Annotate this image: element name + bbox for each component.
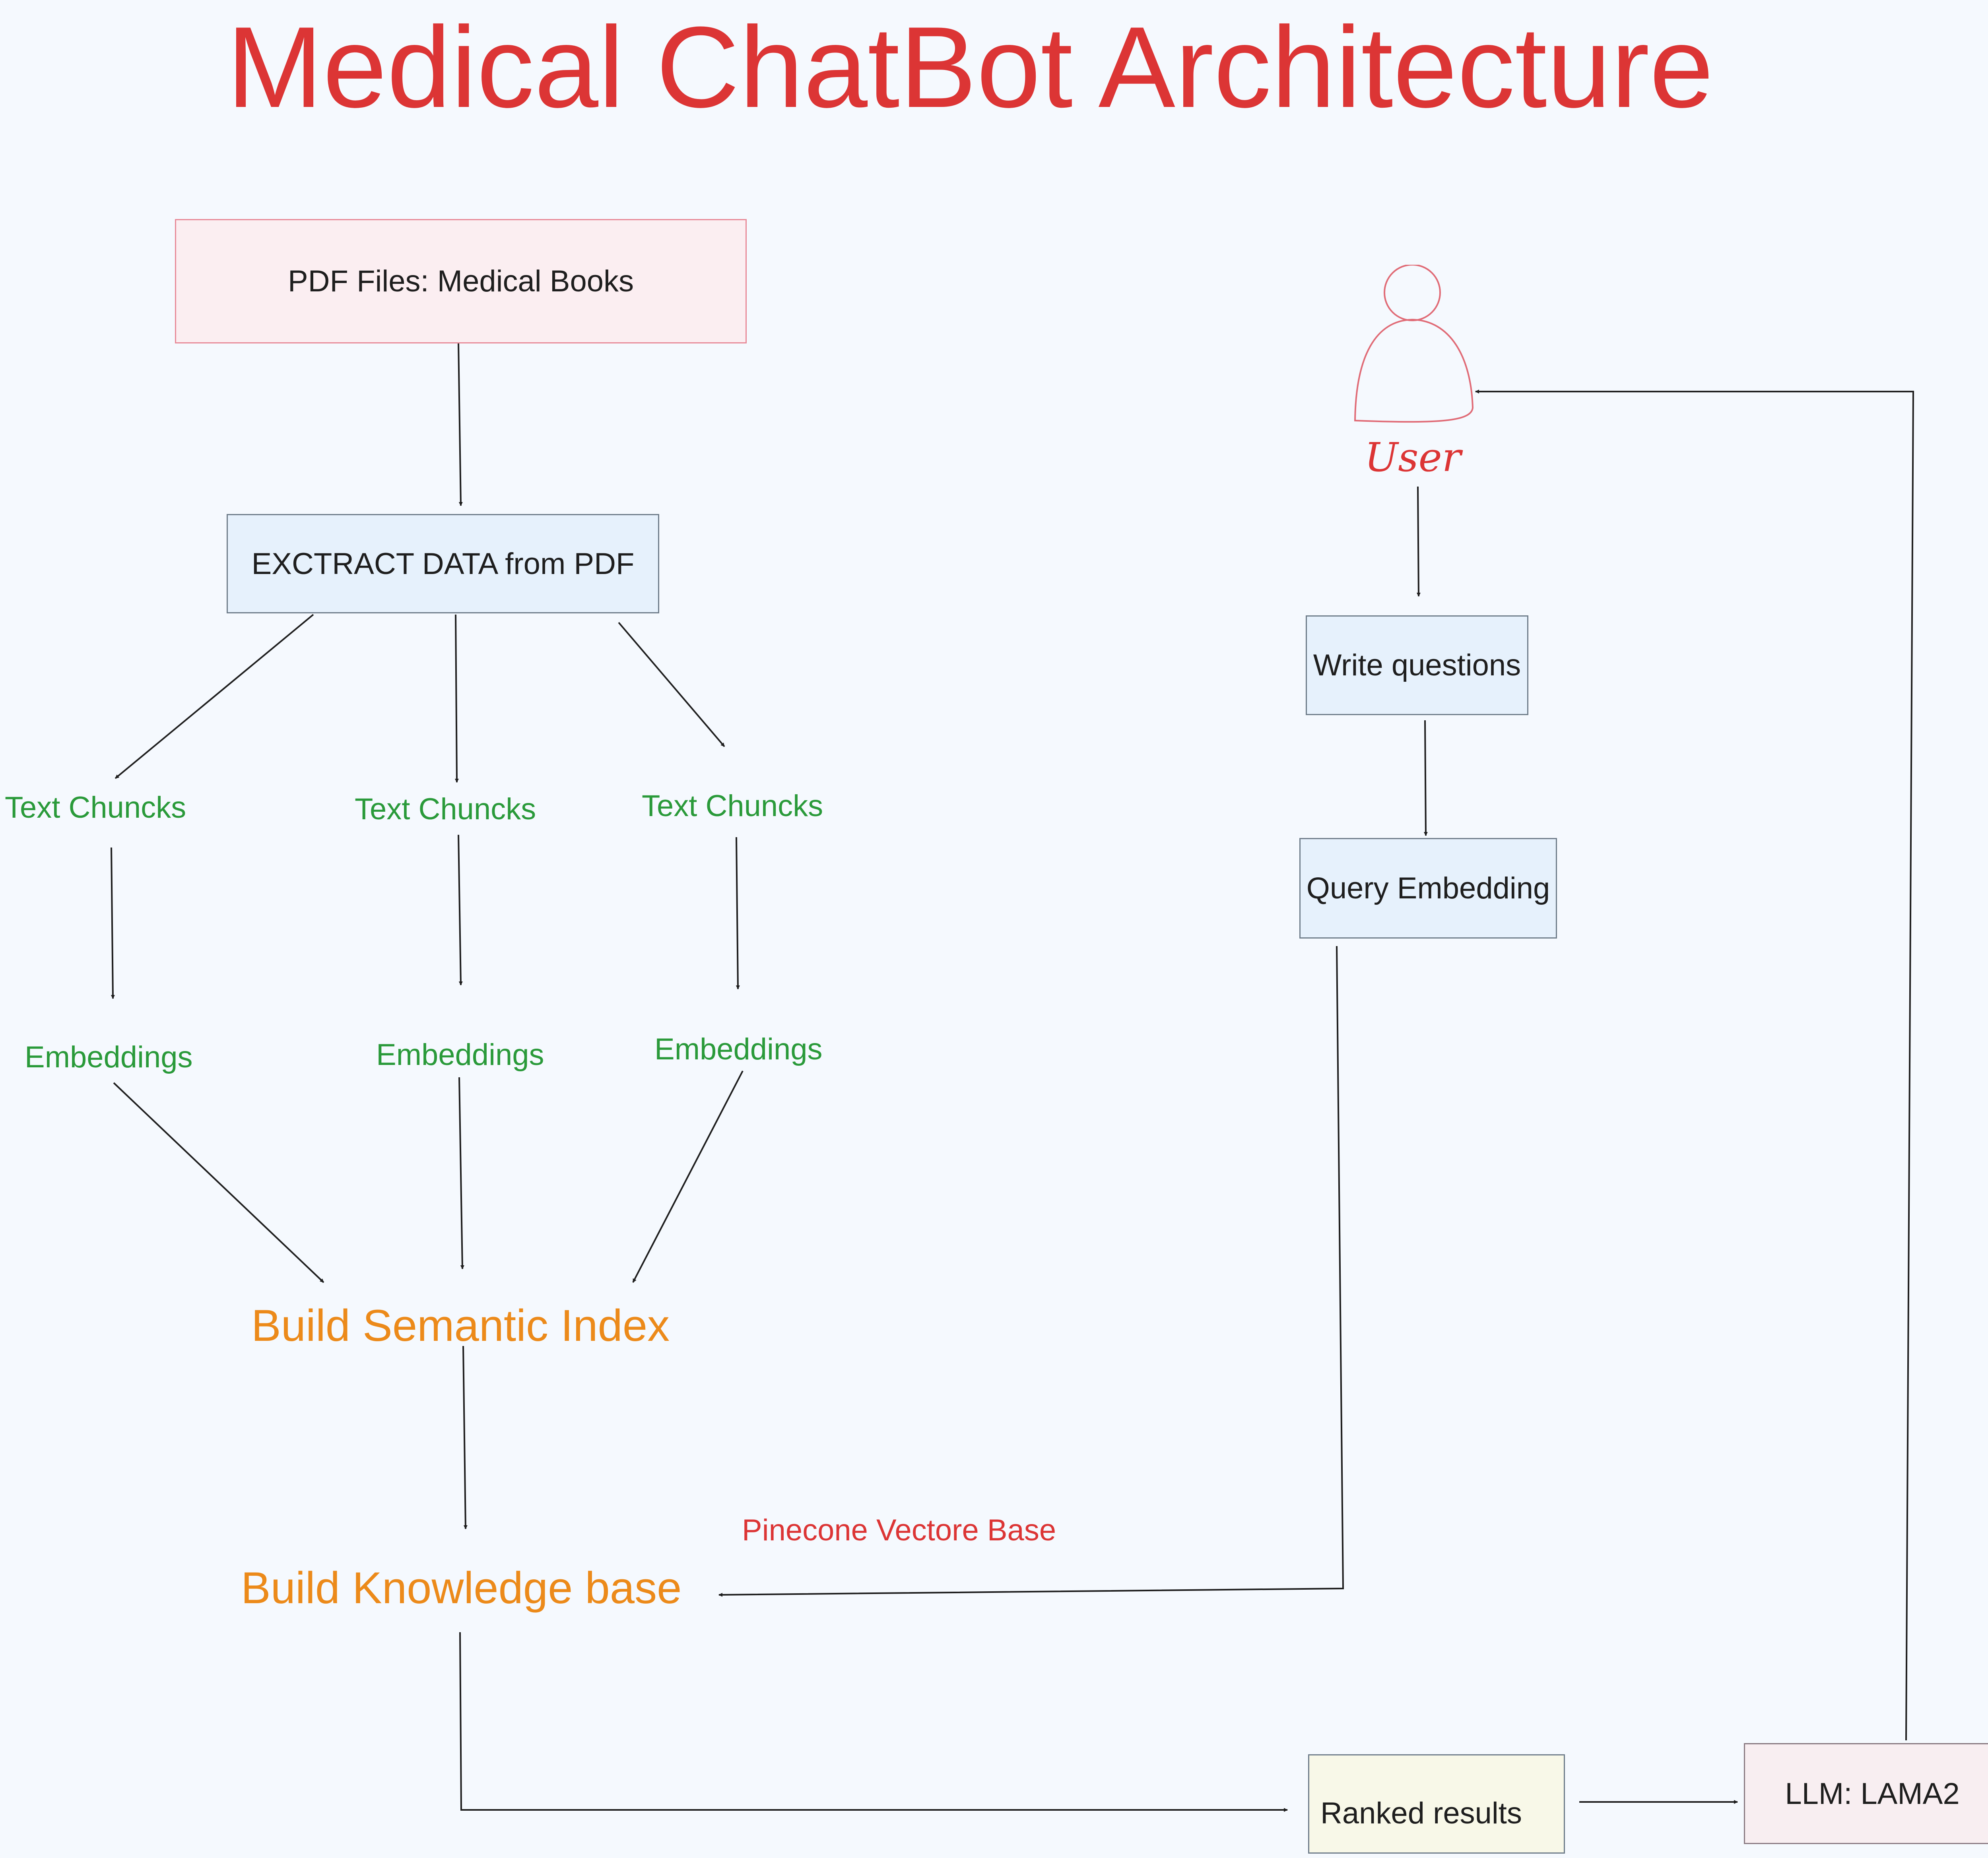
arrow-embed-3-to-index — [632, 1071, 744, 1283]
arrow-chunk-3-to-embed-3 — [736, 837, 740, 989]
text-chunks-label: Text Chuncks — [642, 789, 823, 823]
arrow-extract-to-chunk-1 — [115, 614, 314, 779]
arrow-pdf-to-extract — [458, 343, 463, 506]
extract-data-label: EXCTRACT DATA from PDF — [251, 547, 635, 581]
arrow-extract-to-chunk-2 — [454, 614, 459, 783]
arrow-chunk-2-to-embed-2 — [458, 834, 463, 985]
extract-data-node: EXCTRACT DATA from PDF — [227, 514, 659, 613]
text-chunks-label: Text Chuncks — [355, 792, 536, 826]
query-embedding-label: Query Embedding — [1306, 871, 1550, 905]
write-questions-label: Write questions — [1313, 648, 1521, 682]
arrow-kb-to-ranked — [459, 1632, 1288, 1812]
ranked-results-label: Ranked results — [1320, 1796, 1522, 1830]
write-questions-node: Write questions — [1306, 615, 1528, 715]
vector-db-label: Pinecone Vectore Base — [742, 1513, 1056, 1547]
pdf-files-label: PDF Files: Medical Books — [287, 264, 634, 298]
arrow-write-to-query — [1423, 720, 1428, 836]
arrow-extract-to-chunk-3 — [618, 622, 725, 747]
llm-node: LLM: LAMA2 — [1744, 1743, 1988, 1844]
arrow-embed-1-to-index — [113, 1082, 324, 1283]
arrow-user-to-write — [1416, 486, 1421, 597]
build-knowledge-base-label: Build Knowledge base — [241, 1563, 682, 1613]
query-embedding-node: Query Embedding — [1299, 838, 1557, 939]
embeddings-label: Embeddings — [25, 1040, 193, 1074]
embeddings-label: Embeddings — [654, 1032, 823, 1066]
arrow-llm-to-user — [1475, 390, 1914, 1741]
text-chunks-label: Text Chuncks — [5, 791, 186, 824]
arrow-chunk-1-to-embed-1 — [111, 847, 115, 999]
arrow-query-to-kb — [718, 946, 1344, 1597]
page-title: Medical ChatBot Architecture — [227, 3, 1714, 132]
arrow-embed-2-to-index — [458, 1077, 464, 1269]
ranked-results-node: Ranked results — [1308, 1754, 1565, 1854]
arrow-index-to-kb — [462, 1346, 468, 1529]
embeddings-label: Embeddings — [376, 1038, 544, 1072]
pdf-files-node: PDF Files: Medical Books — [175, 219, 747, 343]
user-icon — [1354, 265, 1474, 423]
build-semantic-index-label: Build Semantic Index — [251, 1301, 670, 1350]
user-label: User — [1365, 434, 1461, 481]
llm-label: LLM: LAMA2 — [1785, 1777, 1960, 1811]
